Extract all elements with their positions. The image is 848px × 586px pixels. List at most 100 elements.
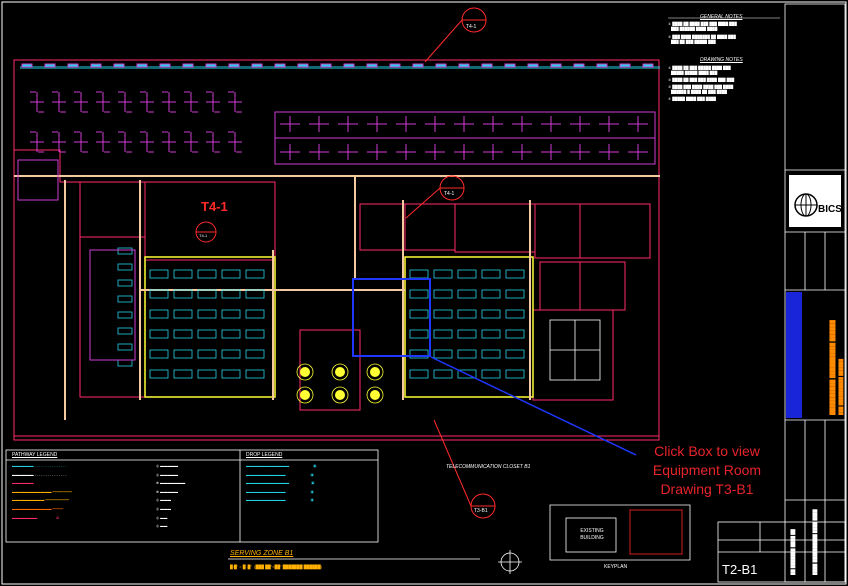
workstation-drop	[117, 311, 133, 319]
workstation	[184, 91, 198, 113]
legend-panel	[5, 449, 379, 543]
workstation-drop	[245, 329, 265, 339]
workstation-drop	[149, 309, 169, 319]
workstation	[367, 116, 387, 132]
workstation	[599, 144, 619, 160]
workstation-drop	[457, 369, 477, 379]
equipment-room-callout[interactable]: Click Box to view Equipment Room Drawing…	[628, 442, 786, 499]
bicsi-logo: BICSI	[789, 175, 845, 227]
workstation	[96, 131, 110, 153]
workstations-rooms	[117, 247, 525, 379]
cafe-tables	[300, 367, 380, 400]
workstation	[162, 91, 176, 113]
equipment-room-link-box[interactable]	[352, 278, 431, 357]
room-outlines	[144, 256, 534, 398]
drawing-notes-body: ① ████ ██ ███ █████ ████ ███ █████ █████…	[668, 66, 735, 101]
drop-marker	[251, 63, 263, 68]
section-mark-4: T3-B1	[474, 508, 488, 514]
workstation-drop	[481, 309, 501, 319]
workstation	[280, 116, 300, 132]
workstation-drop	[481, 349, 501, 359]
drop-marker	[458, 63, 470, 68]
workstation	[118, 91, 132, 113]
telecom-closet-label: TELECOMMUNICATION CLOSET B1	[446, 464, 531, 470]
workstation-drop	[173, 369, 193, 379]
workstation	[228, 131, 242, 153]
workstation	[425, 144, 445, 160]
workstation-drop	[197, 289, 217, 299]
workstation	[541, 144, 561, 160]
workstation-drop	[117, 279, 133, 287]
workstation-drop	[457, 349, 477, 359]
workstation	[338, 116, 358, 132]
drop-marker	[573, 63, 585, 68]
workstation-drop	[433, 329, 453, 339]
workstation-drop	[505, 329, 525, 339]
workstation-drop	[221, 309, 241, 319]
workstation-drop	[433, 349, 453, 359]
workstation-drop	[481, 289, 501, 299]
workstation-drop	[149, 329, 169, 339]
workstation	[512, 144, 532, 160]
callout-leader	[430, 356, 637, 456]
workstation	[396, 144, 416, 160]
top-drops	[20, 66, 660, 69]
existing-building-label: EXISTING BUILDING	[580, 528, 604, 541]
drop-marker	[343, 63, 355, 68]
workstation-drop	[117, 295, 133, 303]
drop-marker	[274, 63, 286, 68]
workstation	[483, 116, 503, 132]
workstation-drop	[245, 289, 265, 299]
workstation-drop	[245, 369, 265, 379]
workstation-drop	[409, 349, 429, 359]
workstation-drop	[197, 349, 217, 359]
svg-text:BICSI: BICSI	[818, 204, 845, 215]
workstation-drop	[505, 289, 525, 299]
drop-marker	[21, 63, 33, 68]
workstation	[52, 131, 66, 153]
workstation-drop	[505, 349, 525, 359]
workstation-drop	[117, 263, 133, 271]
workstation-drop	[481, 369, 501, 379]
workstation-drop	[481, 329, 501, 339]
workstations-top	[21, 63, 654, 160]
drop-marker	[550, 63, 562, 68]
workstation	[74, 131, 88, 153]
workstation	[483, 144, 503, 160]
section-mark-3: T4-1	[199, 233, 208, 238]
workstation	[628, 116, 648, 132]
workstation	[30, 91, 44, 113]
drop-marker	[435, 63, 447, 68]
scale-and-north	[228, 550, 522, 574]
general-notes-title: GENERAL NOTES	[700, 14, 743, 20]
workstation-drop	[409, 309, 429, 319]
drop-marker	[228, 63, 240, 68]
workstation	[541, 116, 561, 132]
drop-marker	[389, 63, 401, 68]
workstation-drop	[221, 289, 241, 299]
cubicle-bank-right	[274, 111, 656, 165]
workstation	[309, 144, 329, 160]
workstation-drop	[221, 269, 241, 279]
keyplan-label: KEYPLAN	[604, 564, 628, 570]
workstation-drop	[221, 349, 241, 359]
workstation-drop	[409, 329, 429, 339]
workstation-drop	[117, 247, 133, 255]
workstation-drop	[505, 309, 525, 319]
workstation	[338, 144, 358, 160]
workstation	[454, 144, 474, 160]
workstation-drop	[173, 329, 193, 339]
workstation-drop	[221, 369, 241, 379]
title-block-sheet-desc: ██ ███████ ████ ██	[790, 529, 795, 575]
title-block	[717, 3, 846, 583]
workstation-drop	[433, 309, 453, 319]
drop-marker	[67, 63, 79, 68]
workstation-drop	[505, 369, 525, 379]
workstation-drop	[149, 289, 169, 299]
workstation	[454, 116, 474, 132]
cafe-chairs	[296, 363, 384, 404]
serving-zone-label: SERVING ZONE B1	[230, 550, 294, 557]
workstation	[52, 91, 66, 113]
workstation-drop	[457, 289, 477, 299]
